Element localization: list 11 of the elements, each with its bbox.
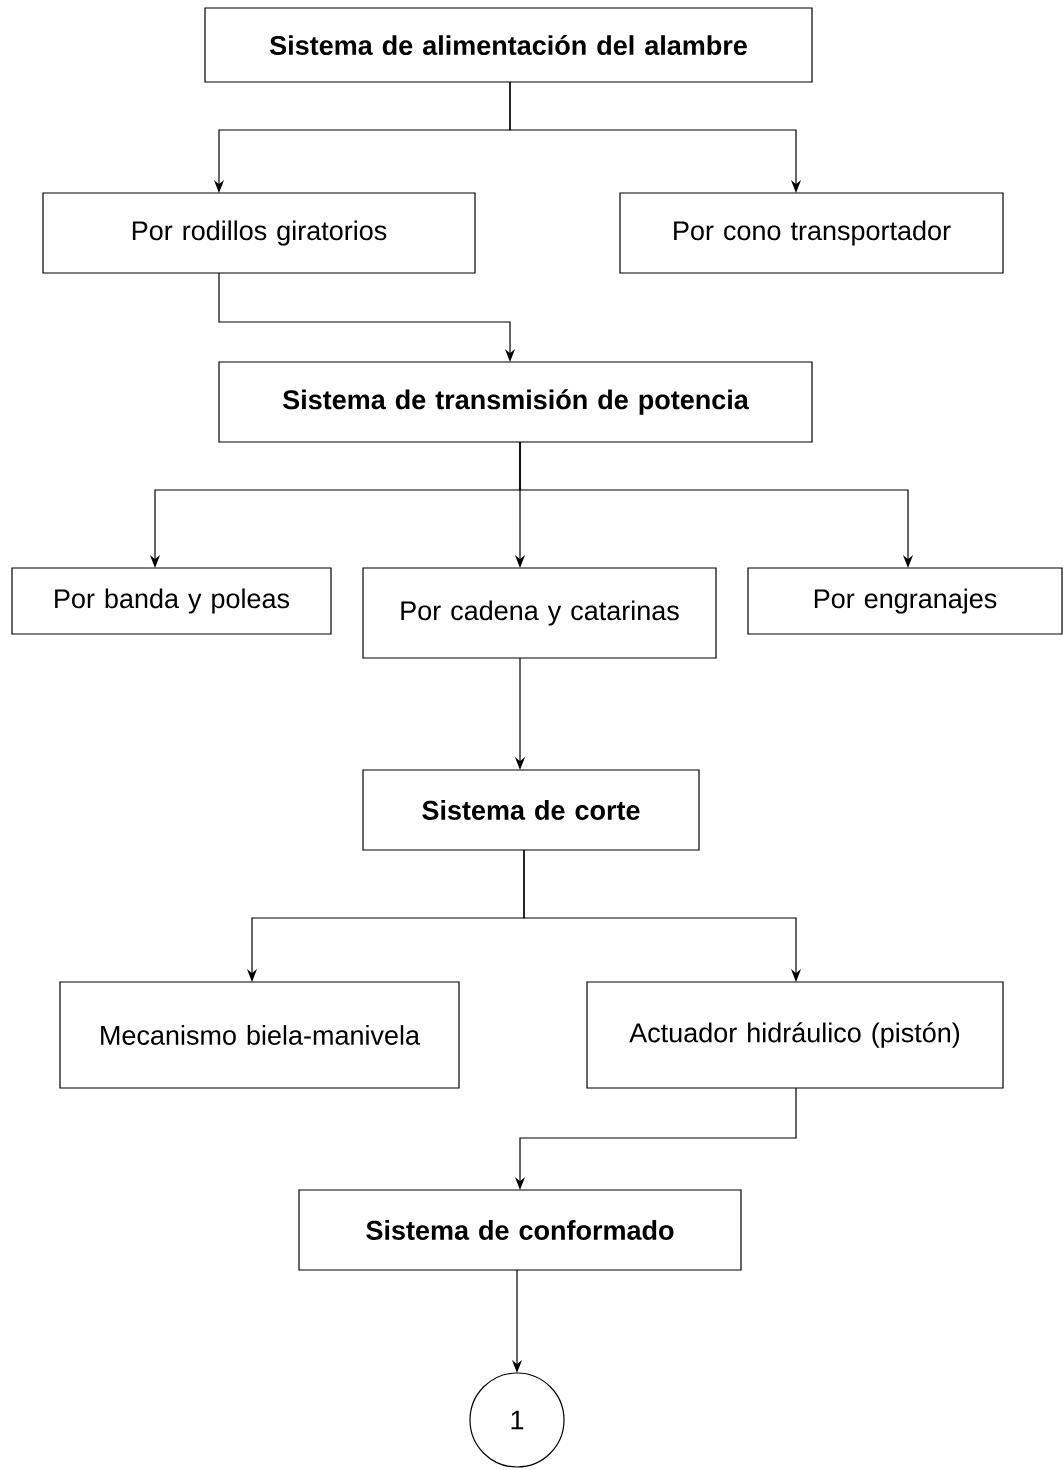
process-box: Actuador hidráulico (pistón) (586, 981, 1004, 1089)
process-box: Mecanismo biela-manivela (59, 981, 460, 1089)
process-box: Por banda y poleas (11, 567, 332, 635)
process-box: Por cono transportador (619, 192, 1004, 274)
process-box: Sistema de transmisión de potencia (218, 361, 813, 443)
process-box: Por engranajes (747, 567, 1063, 635)
process-box: Sistema de conformado (298, 1189, 742, 1271)
process-box: Sistema de corte (362, 769, 700, 851)
process-box: Por cadena y catarinas (362, 567, 717, 659)
process-box: Por rodillos giratorios (42, 192, 476, 274)
process-box: Sistema de alimentación del alambre (204, 7, 813, 83)
